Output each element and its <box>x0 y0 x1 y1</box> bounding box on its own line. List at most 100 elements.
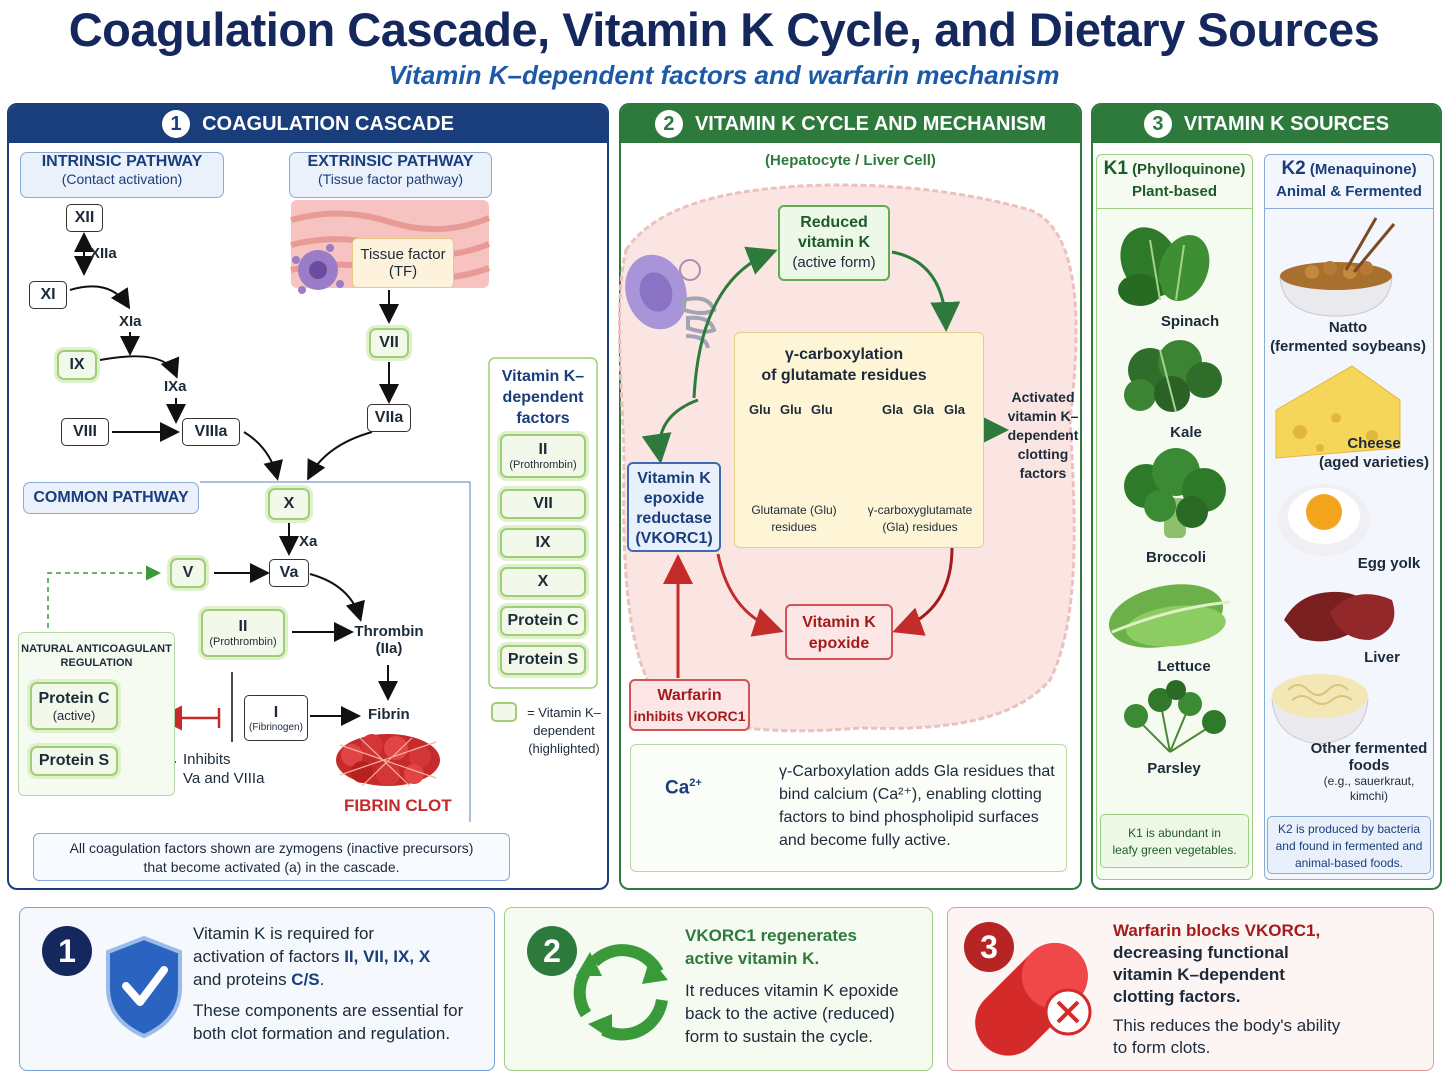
pill-blocked-icon <box>975 942 1092 1056</box>
summary-1-text: Vitamin K is required for activation of … <box>193 922 463 1045</box>
reduced-line1: Reduced <box>800 214 868 231</box>
protein-s-label: Protein S <box>38 752 110 769</box>
food-fermented-line2: foods <box>1348 757 1390 774</box>
calcium-info-text: γ-Carboxylation adds Gla residues that b… <box>779 760 1055 852</box>
summary-3-desc1: This reduces the body's ability <box>1113 1016 1341 1035</box>
summary-3-line2: decreasing functional <box>1113 943 1289 962</box>
carboxylation-line2: of glutamate residues <box>761 367 927 384</box>
summary-1-factors: II, VII, IX, X <box>344 947 431 966</box>
vk-dependent-title3: factors <box>516 410 570 427</box>
vk-legend-line3: (highlighted) <box>528 741 600 756</box>
k1-note: K1 is abundant in leafy green vegetables… <box>1100 814 1249 868</box>
panel3-heading: VITAMIN K SOURCES <box>1183 112 1390 135</box>
factor-VIIa: VIIa <box>367 404 411 432</box>
warfarin-line2: inhibits VKORC1 <box>633 708 746 724</box>
food-fermented-line1: Other fermented <box>1310 740 1428 757</box>
carboxylation-title: γ-carboxylation of glutamate residues <box>705 344 983 386</box>
panel2-heading: VITAMIN K CYCLE AND MECHANISM <box>694 112 1047 135</box>
calcium-info-box <box>630 744 1067 872</box>
factor-XIIa: XIIa <box>90 245 117 262</box>
organelle-icons <box>625 254 717 349</box>
k1-name: (Phylloquinone) <box>1132 161 1246 178</box>
factor-VII: VII <box>369 328 409 358</box>
vitamin-k-epoxide-box: Vitamin K epoxide <box>785 604 893 660</box>
vk-protein-c: Protein C <box>500 606 586 636</box>
vk-factor-IX: IX <box>500 528 586 558</box>
reduced-vitamin-k-box: Reduced vitamin K (active form) <box>778 205 890 281</box>
intrinsic-sub: (Contact activation) <box>61 171 183 187</box>
k2-note-line1: K2 is produced by bacteria <box>1277 822 1421 836</box>
tissue-factor-label: Tissue factor <box>360 246 446 263</box>
factor-IXa: IXa <box>164 378 187 395</box>
cheese-icon <box>1275 365 1401 459</box>
food-fermented-line4: kimchi) <box>1350 789 1388 803</box>
vk-dependent-title1: Vitamin K– <box>501 368 585 385</box>
vk-factor-X: X <box>500 567 586 597</box>
cascade-arrows <box>69 232 399 726</box>
summary-1-line2a: activation of factors <box>193 947 345 966</box>
natto-icon <box>1279 217 1396 317</box>
fermented-foods-icon <box>1271 674 1369 745</box>
calcium-ion-label: Ca2+ <box>665 777 702 799</box>
glu-caption: Glutamate (Glu) residues <box>740 502 848 536</box>
inhibits-label: Inhibits Va and VIIIa <box>183 750 264 788</box>
vk-legend: = Vitamin K– dependent (highlighted) <box>520 704 608 758</box>
food-liver: Liver <box>1364 649 1400 666</box>
factor-XIa: XIa <box>119 313 142 330</box>
summary-1-desc2: both clot formation and regulation. <box>193 1024 451 1043</box>
summary-1-proteins: C/S <box>291 970 320 989</box>
kale-icon <box>1124 340 1222 413</box>
k1-note-line2: leafy green vegetables. <box>1112 843 1237 857</box>
summary-1-number: 1 <box>42 926 92 976</box>
vk-protein-c-label: Protein C <box>507 612 579 629</box>
vk-legend-line1: = Vitamin K– <box>527 705 601 720</box>
glu-label-1: Glu <box>749 402 771 417</box>
activated-factors-label: Activated vitamin K– dependent clotting … <box>1004 388 1082 483</box>
epoxide-line1: Vitamin K <box>802 614 876 631</box>
gla-label-2: Gla <box>913 402 934 417</box>
summary-3-text: Warfarin blocks VKORC1, decreasing funct… <box>1113 920 1340 1059</box>
egg-yolk-icon <box>1278 484 1370 556</box>
k1-note-line1: K1 is abundant in <box>1128 826 1221 840</box>
calcium-info-line2: bind calcium (Ca²⁺), enabling clotting <box>779 786 1042 803</box>
summary-2-desc1: It reduces vitamin K epoxide <box>685 981 899 1000</box>
panel3-number: 3 <box>1143 110 1172 138</box>
vk-factor-II-sub: (Prothrombin) <box>509 459 577 471</box>
food-fermented-line3: (e.g., sauerkraut, <box>1323 774 1415 788</box>
vk-factor-II: II (Prothrombin) <box>500 434 586 478</box>
vkorc1-line1: Vitamin K <box>637 470 711 487</box>
natural-anticoagulant-title: NATURAL ANTICOAGULANT REGULATION <box>19 642 174 670</box>
carboxylation-line1: γ-carboxylation <box>784 346 904 363</box>
thrombin-label: Thrombin (IIa) <box>354 623 424 657</box>
glu-label-2: Glu <box>780 402 802 417</box>
fibrin-clot-label: FIBRIN CLOT <box>344 796 452 815</box>
fibrin-clot-icon <box>336 734 440 787</box>
vk-factor-VII-label: VII <box>533 495 553 512</box>
factor-V-label: V <box>182 564 194 581</box>
parsley-icon <box>1124 680 1226 753</box>
gla-label-3: Gla <box>944 402 965 417</box>
food-lettuce: Lettuce <box>1157 658 1211 675</box>
k2-tag: K2 <box>1281 158 1306 179</box>
thrombin-text: Thrombin <box>354 623 424 640</box>
k2-name: (Menaquinone) <box>1309 161 1417 178</box>
zymogen-footnote: All coagulation factors shown are zymoge… <box>33 833 510 881</box>
liver-icon <box>1284 591 1395 642</box>
shield-check-icon <box>106 935 182 1039</box>
zymogen-footnote-line1: All coagulation factors shown are zymoge… <box>69 840 474 856</box>
summary-3-line1: Warfarin blocks VKORC1, <box>1113 921 1321 940</box>
calcium-info-line4: and become fully active. <box>779 832 951 849</box>
summary-card-1: 1 <box>19 907 495 1071</box>
protein-c-sub: (active) <box>52 707 96 723</box>
panel2-header: 2 VITAMIN K CYCLE AND MECHANISM <box>621 105 1080 143</box>
k2-note-line2: and found in fermented and <box>1275 839 1423 853</box>
factor-I-label: I <box>273 703 279 721</box>
zymogen-footnote-line2: that become activated (a) in the cascade… <box>143 859 400 875</box>
k1-sub: Plant-based <box>1131 183 1218 200</box>
k2-note-line3: animal-based foods. <box>1294 856 1404 870</box>
calcium-info-line3: factors to bind phospholipid surfaces <box>779 809 1039 826</box>
tissue-factor-box: Tissue factor (TF) <box>352 238 454 288</box>
factor-V: V <box>170 558 206 588</box>
panel2-number: 2 <box>654 110 683 138</box>
activated-line1: Activated <box>1011 389 1075 405</box>
